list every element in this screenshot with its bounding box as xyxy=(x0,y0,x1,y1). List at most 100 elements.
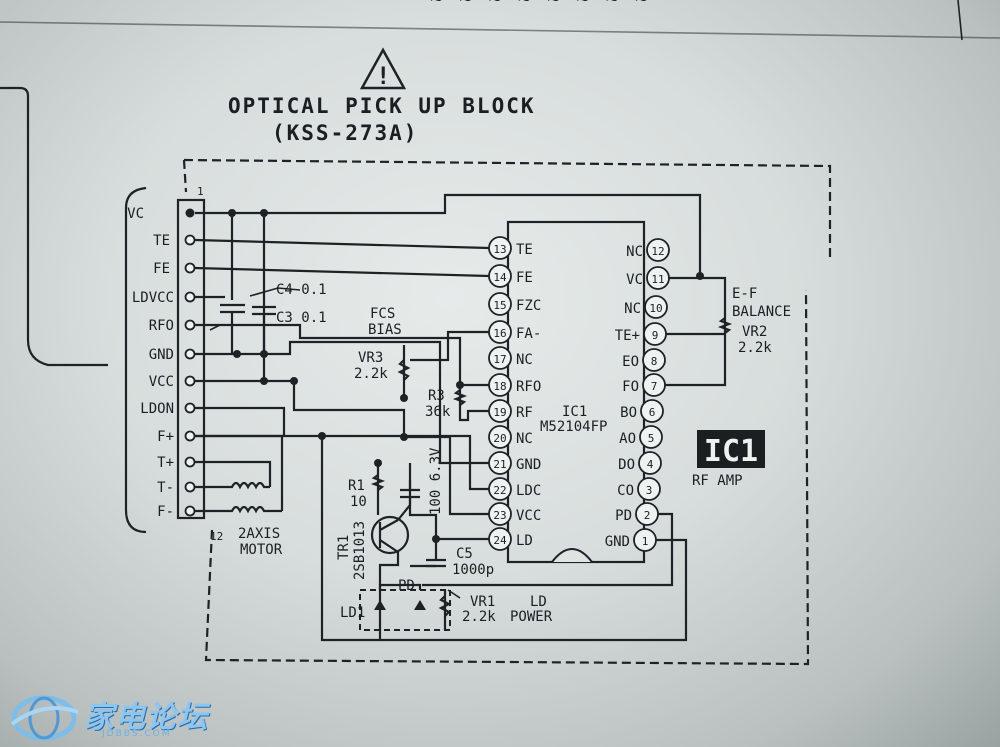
pin-5-num: 5 xyxy=(648,432,655,445)
diagram-model: (KSS-273A) xyxy=(272,121,418,145)
globe-logo-icon xyxy=(10,695,79,741)
label-c3: C3 0.1 xyxy=(276,310,327,326)
label-c1: 100 6.3V xyxy=(428,447,444,515)
pin-23-name: VCC xyxy=(516,508,541,524)
label-pd: PD xyxy=(398,578,415,594)
connector-body xyxy=(176,198,206,520)
pin-15-num: 15 xyxy=(493,299,506,312)
ic1-function: RF AMP xyxy=(692,473,743,489)
connector-label-f-plus: F+ xyxy=(157,429,174,445)
warning-icon: ! xyxy=(359,47,407,90)
outer-bracket xyxy=(0,86,108,367)
pin-6-name: BO xyxy=(620,405,637,421)
tracking-coil-icon xyxy=(195,481,270,490)
label-r3: R3 xyxy=(428,388,445,404)
label-ld-power-2: POWER xyxy=(510,609,553,625)
label-ef: E-F xyxy=(732,286,757,302)
pin-11-num: 11 xyxy=(651,273,664,286)
label-r1-value: 10 xyxy=(350,494,367,510)
pin-21-num: 21 xyxy=(493,458,506,471)
pin-13-num: 13 xyxy=(493,243,506,256)
label-vr2: VR2 xyxy=(742,324,767,340)
wiring xyxy=(194,193,733,642)
warning-mark: ! xyxy=(376,62,390,90)
connector-label-te: TE xyxy=(153,233,170,249)
connector-brace xyxy=(124,186,147,534)
pin-7-num: 7 xyxy=(651,380,658,393)
label-vr1-value: 2.2k xyxy=(462,609,496,625)
pin-9-num: 9 xyxy=(652,329,659,342)
pin-10-name: NC xyxy=(624,301,641,317)
connector-label-vc: VC xyxy=(127,206,144,222)
component-labels: C4 0.1 C3 0.1 FCS BIAS VR3 2.2k R3 36k R… xyxy=(238,282,791,625)
pin-19-name: RF xyxy=(516,405,533,421)
pin-20-num: 20 xyxy=(493,432,506,445)
pin-20-name: NC xyxy=(516,431,533,447)
pin-16-name: FA- xyxy=(516,326,541,342)
connector-label-ldon: LDON xyxy=(140,401,174,417)
label-tr1: TR1 xyxy=(336,535,352,560)
pin-18-name: RFO xyxy=(516,379,541,395)
label-r1: R1 xyxy=(348,478,365,494)
label-c5: C5 xyxy=(456,546,473,562)
paper-edge xyxy=(0,21,1000,39)
pin-8-num: 8 xyxy=(651,355,658,368)
pin-1-num: 1 xyxy=(642,535,649,548)
cropped-heading: ~ ~ ~ ~ ~ ~ ~ ~ xyxy=(430,0,650,11)
label-vr2-value: 2.2k xyxy=(738,340,772,356)
pin-13-name: TE xyxy=(516,242,533,258)
label-r3-value: 36k xyxy=(425,404,451,420)
ic1-notch xyxy=(551,548,593,563)
label-c4: C4 0.1 xyxy=(276,282,327,298)
pin-1-name: GND xyxy=(605,534,630,550)
focus-coil-icon xyxy=(195,505,282,514)
pin-12-num: 12 xyxy=(651,245,664,258)
label-vr1: VR1 xyxy=(470,594,495,610)
label-c5-value: 1000p xyxy=(452,562,494,578)
pin-15-name: FZC xyxy=(516,298,541,314)
label-tr1-part: 2SB1013 xyxy=(352,521,368,580)
pin-17-num: 17 xyxy=(493,353,506,366)
pd-diode-icon xyxy=(414,600,426,610)
ic1-badge xyxy=(697,430,765,468)
pin-17-name: NC xyxy=(516,352,533,368)
connector-pin-first: 1 xyxy=(197,185,204,198)
transistor-tr1 xyxy=(370,515,410,555)
pin-18-num: 18 xyxy=(493,380,506,393)
connector-label-f-minus: F- xyxy=(157,504,174,520)
connector-label-gnd: GND xyxy=(149,347,174,363)
pin-5-name: AO xyxy=(619,431,636,447)
watermark-subtitle: JDBBS.COM xyxy=(102,729,172,739)
label-vr3-value: 2.2k xyxy=(354,366,388,382)
pin-19-num: 19 xyxy=(493,406,506,419)
connector-label-fe: FE xyxy=(153,261,170,277)
label-ld-power-1: LD xyxy=(530,594,547,610)
label-2axis: 2AXIS xyxy=(238,526,280,542)
pin-10-num: 10 xyxy=(649,302,662,315)
pin-4-name: DO xyxy=(618,457,635,473)
label-ld1: LD1 xyxy=(340,605,365,621)
pin-24-name: LD xyxy=(516,533,533,549)
pin-3-name: CO xyxy=(617,483,634,499)
ic1-badge-text: IC1 xyxy=(704,434,758,469)
connector-label-rfo: RFO xyxy=(149,318,174,334)
paper-corner xyxy=(957,0,963,41)
diagram-title: OPTICAL PICK UP BLOCK xyxy=(228,94,536,118)
pin-24-num: 24 xyxy=(493,534,507,547)
pin-4-num: 4 xyxy=(647,458,654,471)
pin-2-num: 2 xyxy=(644,509,651,522)
pin-2-name: PD xyxy=(615,508,632,524)
pin-22-num: 22 xyxy=(493,484,506,497)
site-watermark: 家电论坛 JDBBS.COM xyxy=(6,688,216,744)
pickup-block-boundary xyxy=(183,158,832,262)
connector-label-t-minus: T- xyxy=(157,480,174,496)
pin-3-num: 3 xyxy=(646,484,653,497)
pin-8-name: EO xyxy=(622,354,639,370)
pin-12-name: NC xyxy=(626,244,643,260)
pin-23-num: 23 xyxy=(493,509,506,522)
label-balance: BALANCE xyxy=(732,304,791,320)
ic1-label: IC1 xyxy=(562,404,587,420)
